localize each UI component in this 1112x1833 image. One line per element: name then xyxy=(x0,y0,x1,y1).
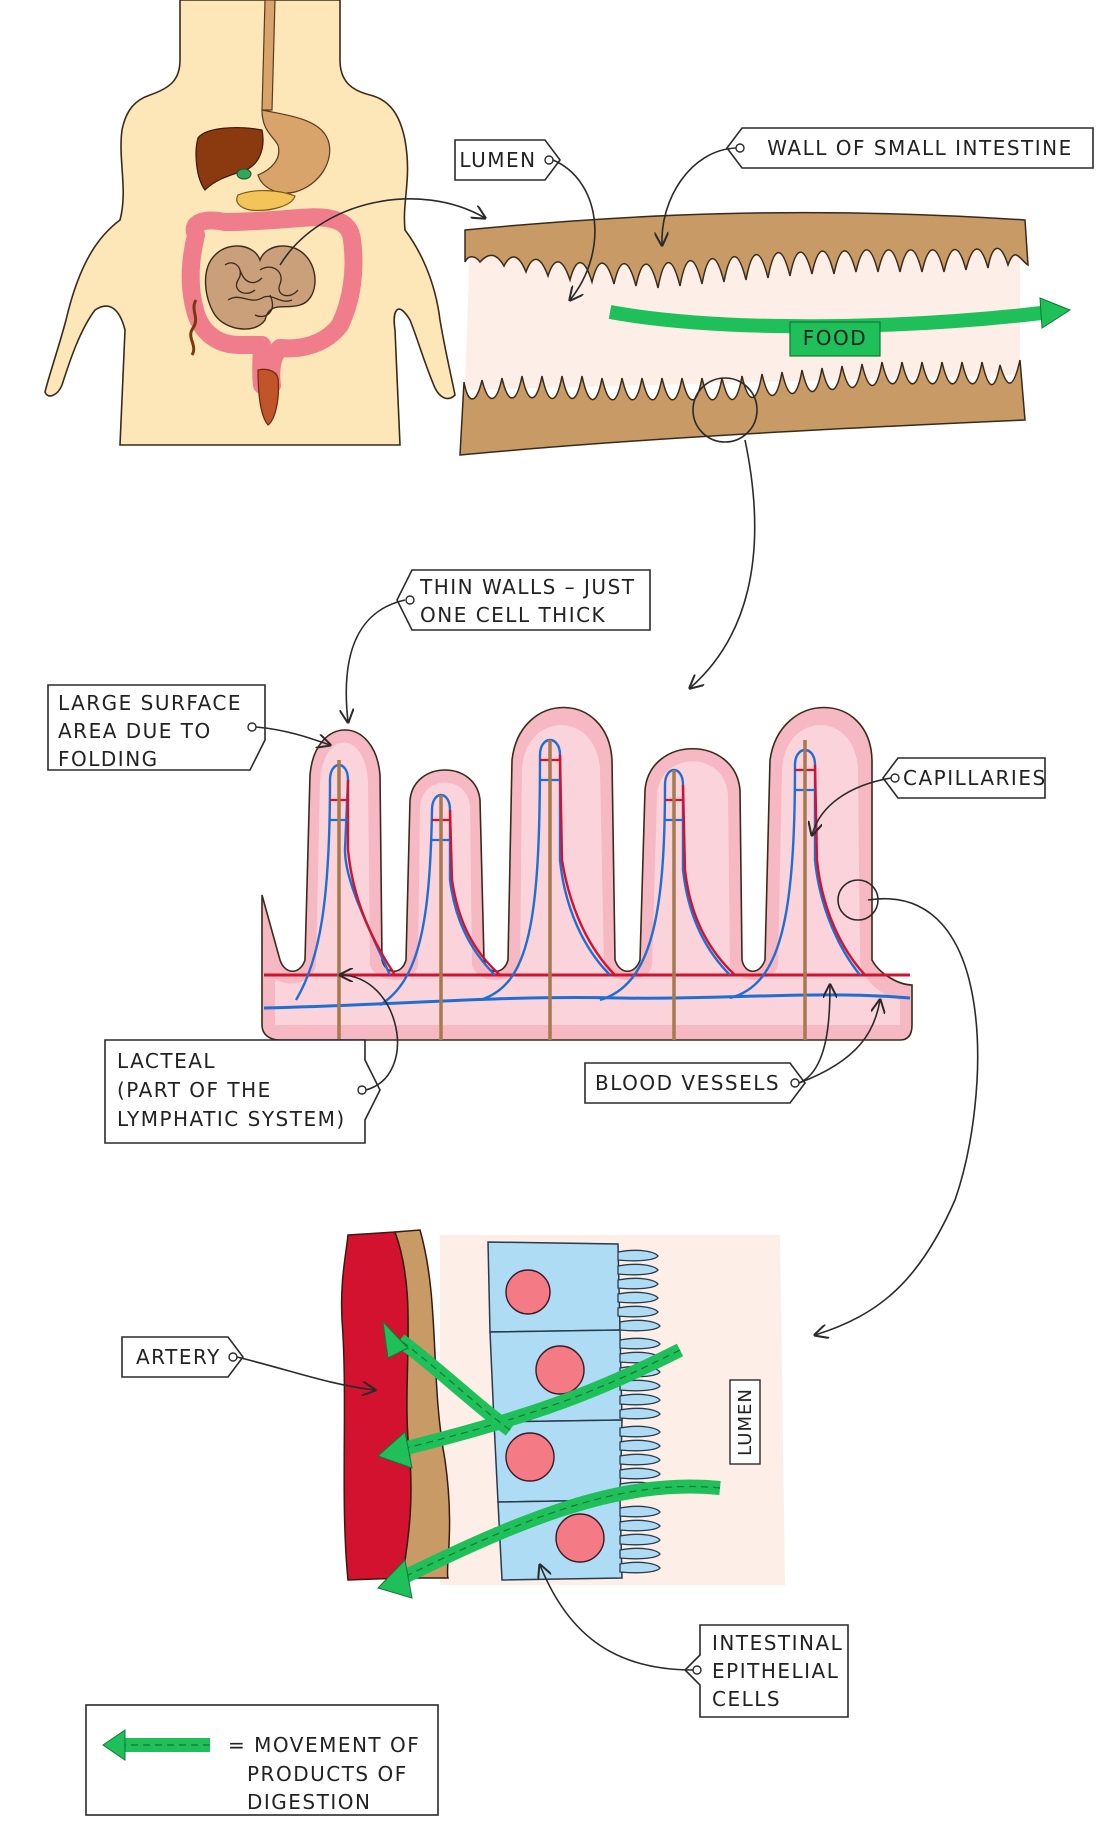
large-surface-label: LARGE SURFACE AREA DUE TO FOLDING xyxy=(47,684,266,771)
epithelium-section: LUMEN xyxy=(340,1229,785,1599)
epithelial-label: INTESTINAL EPITHELIAL CELLS xyxy=(683,1624,849,1718)
gall-bladder xyxy=(236,168,252,180)
svg-text:BLOOD VESSELS: BLOOD VESSELS xyxy=(595,1071,780,1095)
appendix xyxy=(189,299,198,356)
zoom-arrow-3 xyxy=(815,897,979,1335)
lumen-label-top: LUMEN xyxy=(454,139,561,181)
capillaries-label: CAPILLARIES xyxy=(882,757,1047,799)
zoom-circle-villus xyxy=(837,879,879,921)
small-intestine xyxy=(204,245,316,330)
svg-text:CELLS: CELLS xyxy=(712,1687,781,1711)
nucleus-1 xyxy=(505,1269,551,1315)
zoom-arrow-2 xyxy=(690,439,756,688)
brown-layer xyxy=(393,1229,451,1579)
pancreas xyxy=(236,190,296,211)
svg-text:FOLDING: FOLDING xyxy=(58,747,159,771)
upper-wall xyxy=(464,211,1029,289)
lumen-area xyxy=(465,225,1020,390)
rectum xyxy=(257,368,280,426)
nucleus-4 xyxy=(555,1513,605,1563)
legend: = MOVEMENT OF PRODUCTS OF DIGESTION xyxy=(85,1704,439,1816)
svg-text:CAPILLARIES: CAPILLARIES xyxy=(903,766,1047,790)
villi-inner xyxy=(275,725,900,1025)
zoom-arrow-1 xyxy=(279,198,485,266)
svg-text:ONE CELL THICK: ONE CELL THICK xyxy=(420,603,606,627)
wall-label: WALL OF SMALL INTESTINE xyxy=(726,127,1094,169)
svg-text:PRODUCTS OF: PRODUCTS OF xyxy=(247,1762,408,1786)
intestine-section: FOOD xyxy=(459,211,1072,456)
svg-text:LACTEAL: LACTEAL xyxy=(117,1049,216,1073)
nucleus-3 xyxy=(505,1432,555,1482)
svg-text:INTESTINAL: INTESTINAL xyxy=(712,1631,843,1655)
svg-text:FOOD: FOOD xyxy=(803,326,867,350)
svg-text:LARGE SURFACE: LARGE SURFACE xyxy=(58,691,242,715)
lumen-label-side: LUMEN xyxy=(729,1379,761,1465)
large-intestine xyxy=(181,208,363,394)
svg-text:AREA DUE TO: AREA DUE TO xyxy=(58,719,212,743)
capillaries xyxy=(294,738,866,1007)
body-figure xyxy=(44,0,456,446)
thin-walls-label: THIN WALLS – JUST ONE CELL THICK xyxy=(396,569,651,631)
svg-text:= MOVEMENT OF: = MOVEMENT OF xyxy=(228,1733,420,1757)
microvilli xyxy=(617,1249,661,1574)
svg-text:LYMPHATIC SYSTEM): LYMPHATIC SYSTEM) xyxy=(117,1107,346,1131)
svg-text:DIGESTION: DIGESTION xyxy=(247,1790,371,1814)
lacteals xyxy=(337,740,807,1040)
food-arrowhead xyxy=(1039,297,1072,329)
artery-label: ARTERY xyxy=(121,1336,244,1378)
svg-text:LUMEN: LUMEN xyxy=(735,1388,756,1456)
movement-arrows xyxy=(377,1320,721,1599)
svg-text:ARTERY: ARTERY xyxy=(136,1345,221,1369)
artery-wall xyxy=(340,1231,412,1581)
food-label: FOOD xyxy=(789,321,881,357)
svg-text:WALL OF SMALL INTESTINE: WALL OF SMALL INTESTINE xyxy=(767,136,1073,160)
svg-text:THIN WALLS – JUST: THIN WALLS – JUST xyxy=(419,575,635,599)
zoom-circle-wall xyxy=(692,377,758,443)
lower-wall xyxy=(459,359,1026,456)
svg-text:EPITHELIAL: EPITHELIAL xyxy=(712,1659,839,1683)
lacteal-label: LACTEAL (PART OF THE LYMPHATIC SYSTEM) xyxy=(104,1039,381,1144)
nucleus-2 xyxy=(535,1345,585,1395)
svg-text:(PART OF THE: (PART OF THE xyxy=(117,1078,272,1102)
villi-section xyxy=(261,706,913,1041)
blood-vessels-label: BLOOD VESSELS xyxy=(584,1062,806,1104)
oesophagus xyxy=(261,0,276,111)
svg-text:LUMEN: LUMEN xyxy=(459,148,536,172)
